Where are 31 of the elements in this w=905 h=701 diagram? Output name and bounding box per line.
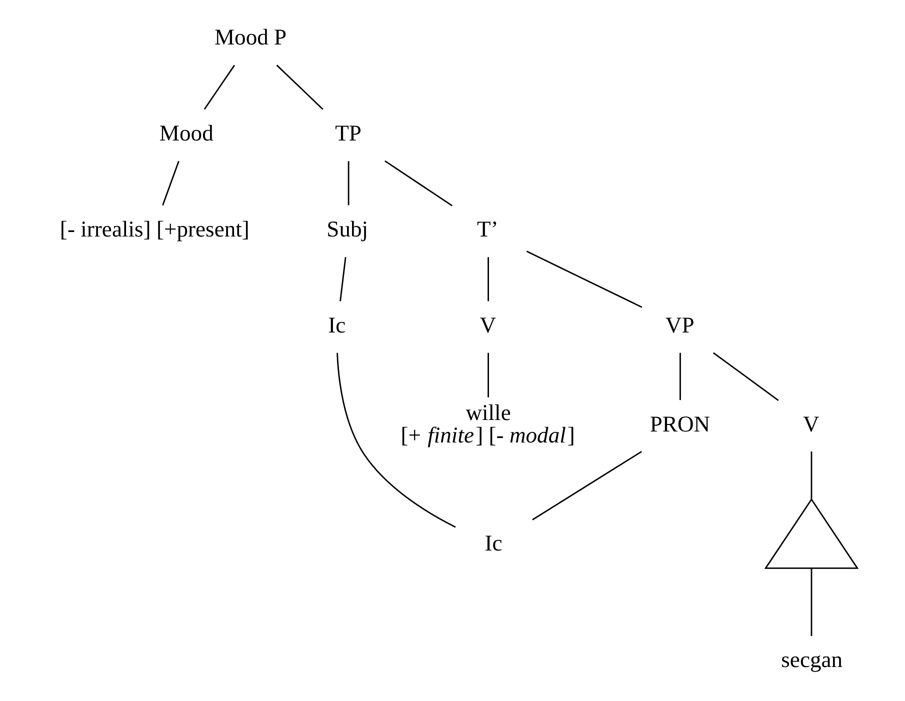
node-text: VP xyxy=(664,312,694,338)
connector xyxy=(339,257,346,302)
connector xyxy=(347,161,349,206)
connector xyxy=(203,64,235,110)
connector xyxy=(810,568,812,636)
node-text: Ic xyxy=(484,530,502,556)
node-text: Mood P xyxy=(214,24,286,50)
node-text: wille xyxy=(465,400,510,426)
node-text: V xyxy=(479,312,496,338)
connector xyxy=(487,352,488,398)
connector xyxy=(712,352,778,401)
node-text: TP xyxy=(334,120,362,146)
connector xyxy=(526,250,642,308)
node-text: V xyxy=(802,411,819,436)
connector xyxy=(384,160,452,206)
node-text: Subj xyxy=(326,216,368,242)
node-triangle xyxy=(764,498,858,569)
connector xyxy=(679,352,680,400)
node-text: [- irrealis] [+present] xyxy=(59,216,249,242)
node-text: secgan xyxy=(780,647,842,672)
connector xyxy=(162,160,179,206)
connector xyxy=(276,64,323,110)
node-text: Mood xyxy=(158,120,213,146)
node-text: Ic xyxy=(328,312,346,338)
connector xyxy=(810,452,812,500)
node-label: [+ finite] [- modal] xyxy=(400,422,574,448)
connector xyxy=(336,352,456,528)
node-text: T’ xyxy=(476,216,498,242)
connector xyxy=(487,257,488,302)
connector xyxy=(532,450,642,520)
node-text: PRON xyxy=(649,411,710,436)
